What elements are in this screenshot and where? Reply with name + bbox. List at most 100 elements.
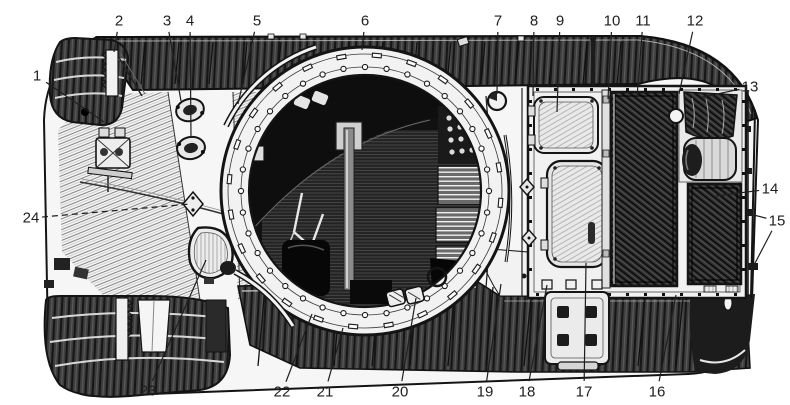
callout-16-label: 16: [649, 384, 666, 401]
band-seam: [140, 41, 146, 85]
filler-cap: [668, 108, 684, 124]
ring-bolt-hole: [404, 71, 411, 78]
callout-18-label: 18: [519, 384, 536, 401]
deck-bolt: [644, 293, 647, 296]
callout-23-leader: [151, 259, 207, 382]
antenna-base-plate: [182, 190, 204, 218]
callout-23-label: 23: [140, 383, 157, 400]
deck-clamps: [521, 273, 739, 293]
ring-rim-slot: [312, 314, 325, 323]
callout-21-label: 21: [317, 384, 334, 401]
deck-bolt: [644, 88, 647, 91]
callout-19-leader: [486, 283, 502, 382]
ring-bolt-hole: [254, 125, 261, 133]
engine-deck: [521, 84, 748, 300]
callout-14-leader: [715, 189, 760, 197]
ring-bolt-hole: [319, 71, 326, 78]
ring-rim-slot: [488, 231, 497, 244]
deck-bolt: [608, 88, 611, 91]
ring-rim-slot: [237, 242, 247, 255]
ring-bolt-hole: [483, 166, 491, 173]
band-seam: [485, 286, 494, 367]
callout-8-label: 8: [530, 13, 538, 30]
deck-bolt: [536, 293, 539, 296]
callout-9-leader: [556, 31, 561, 113]
callout-17-leader: [583, 262, 587, 382]
callout-15-leader: [752, 230, 773, 268]
ring-rim-slot: [446, 289, 458, 301]
driver-periscope-1: [175, 97, 205, 123]
deck-bolt: [742, 124, 745, 127]
ring-bolt-hole: [423, 295, 431, 302]
ring-rim-slot: [281, 297, 293, 308]
marker-rod: [591, 40, 595, 86]
callout-11-leader: [636, 31, 643, 98]
ring-bolt-hole: [239, 166, 247, 173]
callout-18-leader: [528, 284, 548, 382]
deck-bolt: [698, 88, 701, 91]
callout-7-label: 7: [494, 13, 502, 30]
hinge-bar: [601, 89, 611, 289]
band-seam: [675, 298, 684, 367]
band-seam: [208, 41, 214, 85]
ring-bolt-hole: [245, 145, 252, 152]
callout-4-label: 4: [186, 13, 194, 30]
deck-bolt: [742, 244, 745, 247]
ring-rim-slot: [227, 209, 235, 221]
ring-rim-slot: [416, 309, 429, 319]
ring-bolt-hole: [299, 295, 307, 302]
ring-rim-slot: [255, 272, 267, 284]
ring-bolt-hole: [469, 125, 476, 133]
driver-hatch: [187, 226, 236, 284]
ring-bolt-hole: [361, 311, 369, 319]
air-outlet-grille: [686, 182, 743, 286]
ring-bolt-hole: [441, 92, 448, 100]
callout-8-leader: [532, 31, 535, 97]
tow-cable: [79, 181, 239, 219]
deck-bolt: [662, 88, 665, 91]
callout-10-leader: [607, 31, 613, 100]
deck-bolt: [529, 148, 532, 151]
ring-rim-slot: [405, 59, 418, 68]
ring-bolt-hole: [266, 267, 274, 274]
callout-13-label: 13: [742, 79, 759, 96]
band-seam: [616, 41, 622, 85]
callout-13-leader: [702, 88, 740, 98]
ring-bolt-hole: [478, 230, 485, 237]
splash-rack: [101, 49, 146, 97]
band-seam: [257, 286, 266, 367]
callout-1-label: 1: [33, 68, 41, 85]
ring-bolt-hole: [485, 187, 493, 195]
band-seam: [514, 41, 520, 85]
callout-2-leader: [113, 31, 118, 53]
deck-bolt: [662, 293, 665, 296]
ring-bolt-hole: [340, 309, 347, 317]
vent-port: [486, 90, 508, 112]
ring-rim-slot: [226, 173, 233, 185]
ring-rim-slot: [272, 81, 284, 93]
callout-14-label: 14: [762, 181, 779, 198]
ring-rim-slot: [371, 52, 383, 59]
ring-rim-slot: [497, 197, 504, 209]
callout-5-label: 5: [253, 13, 261, 30]
splash-guard-arcs: [223, 44, 317, 328]
band-seam: [523, 298, 532, 367]
ring-rim-slot: [495, 161, 503, 173]
ring-rim-slot: [301, 63, 314, 73]
deck-bolt: [742, 268, 745, 271]
ring-rim-slot: [463, 98, 475, 110]
handle-ring: [426, 266, 448, 288]
ring-bolt-hole: [456, 267, 464, 274]
callout-15-leader: [745, 212, 767, 219]
deck-bolt: [529, 100, 532, 103]
deck-bolt: [716, 293, 719, 296]
ring-bolt-hole: [282, 282, 289, 290]
ring-rim-slot: [233, 138, 242, 151]
ring-bolt-hole: [423, 80, 431, 87]
deck-bolt: [680, 293, 683, 296]
deck-bolt: [590, 88, 593, 91]
ring-bolt-hole: [478, 145, 485, 152]
ring-rim-slot: [483, 127, 493, 140]
